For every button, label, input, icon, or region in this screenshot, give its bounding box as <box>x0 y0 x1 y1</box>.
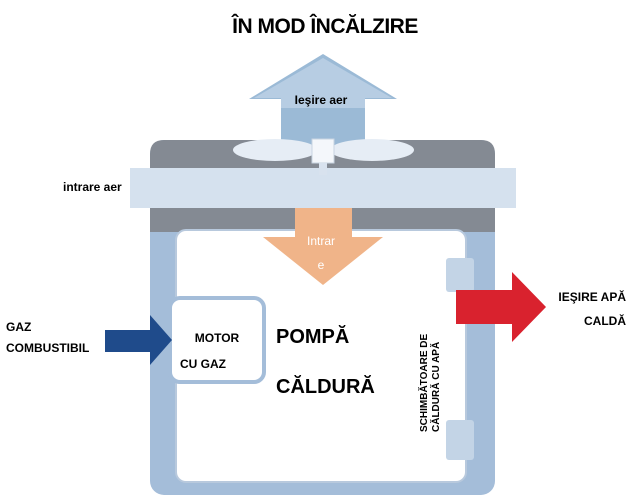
exchanger-panel-bottom <box>446 420 474 460</box>
hot-water-arrow <box>456 272 546 342</box>
gas-motor-label-line2: CU GAZ <box>180 357 226 371</box>
air-outlet-arrow-highlight <box>254 58 392 108</box>
diagram-title: ÎN MOD ÎNCĂLZIRE <box>231 14 418 38</box>
air-in-label: intrare aer <box>63 180 122 194</box>
hot-water-label-line2: CALDĂ <box>584 313 626 328</box>
gas-motor-label-line1: MOTOR <box>195 331 240 345</box>
air-out-label: Ieşire aer <box>295 93 348 107</box>
heat-pump-label-line1: POMPĂ <box>276 325 349 348</box>
intake-arrow <box>263 208 383 285</box>
fuel-gas-label-line1: GAZ <box>6 320 31 334</box>
heat-pump-label-line2: CĂLDURĂ <box>276 375 375 398</box>
fan-icon <box>233 138 414 175</box>
exchanger-panel-top <box>446 258 474 292</box>
fuel-gas-arrow <box>105 315 172 365</box>
intake-label-line1: Intrar <box>307 234 335 248</box>
exchanger-label-line1: SCHIMBĂTOARE DE <box>417 334 430 432</box>
hot-water-label-line1: IEŞIRE APĂ <box>558 289 626 304</box>
intake-label-line2: e <box>318 258 325 272</box>
exchanger-label-line2: CĂLDURĂ CU APĂ <box>429 342 442 432</box>
fuel-gas-label-line2: COMBUSTIBIL <box>6 341 89 355</box>
